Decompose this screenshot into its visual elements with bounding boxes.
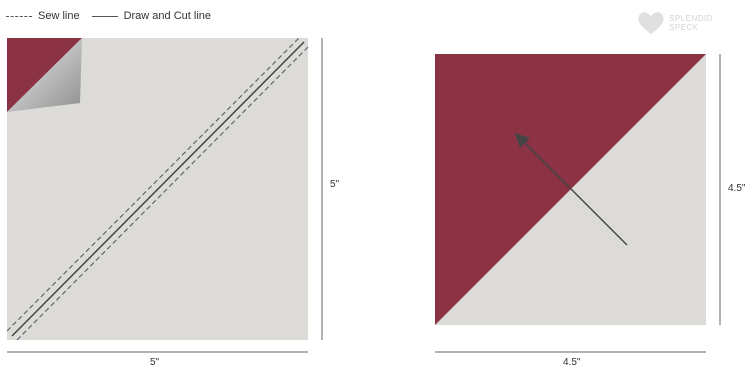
brand-logo: SPLENDID SPECK <box>636 10 713 36</box>
sew-line-upper <box>6 37 300 332</box>
legend-label-sew-line: Sew line <box>38 10 80 22</box>
press-arrow-line <box>521 139 628 246</box>
logo-text-line1: SPLENDID <box>669 14 714 23</box>
press-arrow-head-icon <box>515 133 530 148</box>
left-width-label: 5" <box>150 357 160 368</box>
legend-item-sew-line: Sew line <box>6 10 80 22</box>
sew-line-lower <box>16 46 309 341</box>
legend-label-cut-line: Draw and Cut line <box>123 10 212 22</box>
legend: Sew line Draw and Cut line <box>6 10 223 22</box>
right-width-label: 4.5" <box>563 357 581 368</box>
heart-logo-icon <box>638 12 664 34</box>
logo-text: SPLENDID SPECK <box>669 14 713 32</box>
solid-line-swatch <box>91 15 118 17</box>
logo-text-line2: SPECK <box>669 23 699 32</box>
right-square-accent-triangle <box>435 54 706 325</box>
left-square-corner-fold <box>7 38 82 112</box>
right-height-label: 4.5" <box>728 183 746 194</box>
left-fabric-square <box>6 37 309 341</box>
cut-line <box>11 41 305 337</box>
left-height-label: 5" <box>330 179 340 190</box>
right-fabric-square <box>435 54 706 325</box>
dashed-line-swatch <box>6 15 32 17</box>
legend-item-cut-line: Draw and Cut line <box>91 10 212 22</box>
